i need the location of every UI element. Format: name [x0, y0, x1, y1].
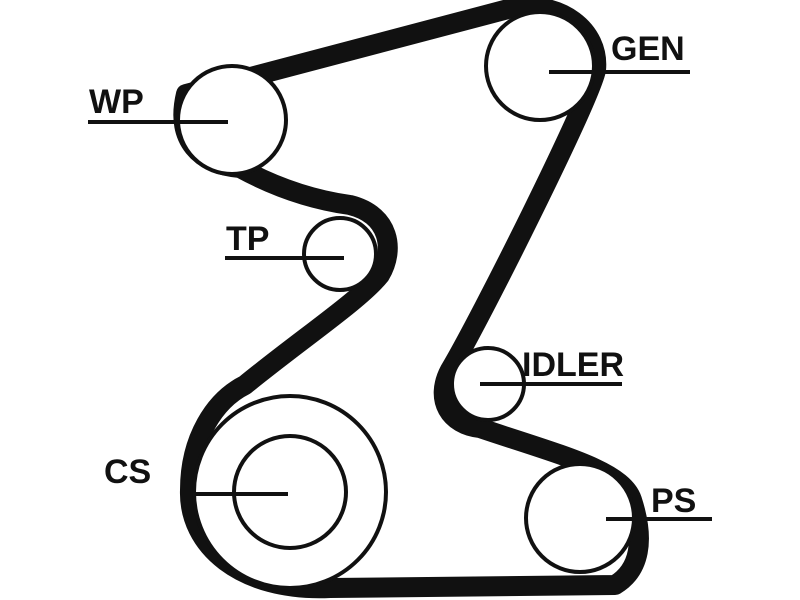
- tp-label: TP: [226, 220, 269, 258]
- gen-label: GEN: [611, 30, 685, 68]
- generator-pulley: [484, 10, 596, 122]
- tensioner-pulley: [302, 216, 378, 292]
- cs-label: CS: [104, 453, 151, 491]
- wp-label: WP: [89, 83, 144, 121]
- idler-label: IDLER: [522, 346, 624, 384]
- ps-label: PS: [651, 482, 696, 520]
